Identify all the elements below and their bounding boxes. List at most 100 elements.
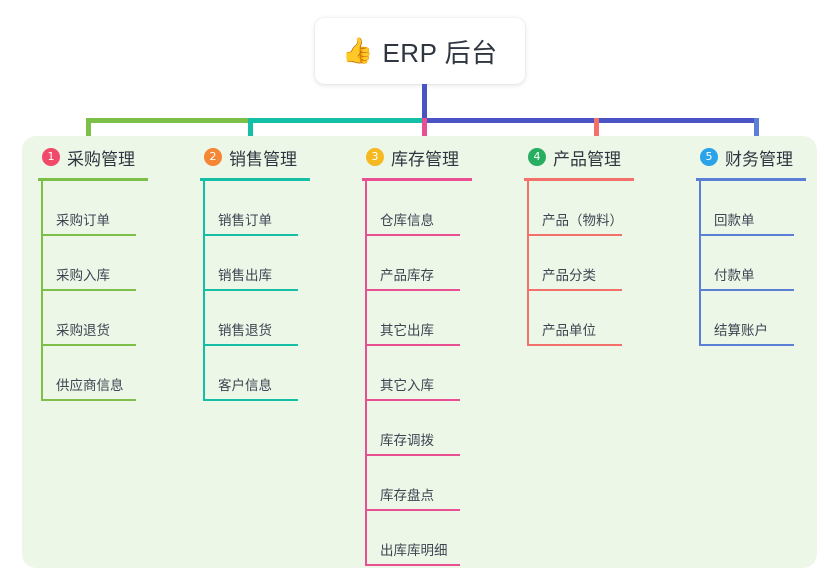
leaf-item-rule xyxy=(365,399,460,401)
column-title: 产品管理 xyxy=(553,149,621,169)
leaf-item[interactable]: 结算账户 xyxy=(696,291,839,346)
leaf-item-label: 产品（物料） xyxy=(542,213,623,228)
leaf-item-label: 产品库存 xyxy=(380,268,434,283)
leaf-item-rule xyxy=(527,289,622,291)
leaf-item[interactable]: 其它入库 xyxy=(362,346,522,401)
leaf-item-label: 结算账户 xyxy=(714,323,768,338)
leaf-item[interactable]: 客户信息 xyxy=(200,346,360,401)
leaf-item-label: 采购订单 xyxy=(56,213,110,228)
leaf-item-rule xyxy=(365,234,460,236)
column-1: 1 采购管理采购订单采购入库采购退货供应商信息 xyxy=(38,142,198,401)
leaf-item-rule xyxy=(527,234,622,236)
leaf-item-rule xyxy=(699,289,794,291)
leaf-item-rule xyxy=(699,344,794,346)
connector-vertical xyxy=(41,291,43,346)
leaf-item[interactable]: 其它出库 xyxy=(362,291,522,346)
column-index-badge: 2 xyxy=(204,148,222,166)
leaf-item[interactable]: 仓库信息 xyxy=(362,181,522,236)
connector-vertical xyxy=(41,346,43,401)
connector-vertical xyxy=(527,236,529,291)
leaf-item[interactable]: 采购入库 xyxy=(38,236,198,291)
leaf-item-label: 采购退货 xyxy=(56,323,110,338)
connector-vertical xyxy=(365,511,367,566)
leaf-item[interactable]: 供应商信息 xyxy=(38,346,198,401)
connector-vertical xyxy=(699,236,701,291)
leaf-item-label: 客户信息 xyxy=(218,378,272,393)
leaf-item[interactable]: 回款单 xyxy=(696,181,839,236)
leaf-item[interactable]: 销售订单 xyxy=(200,181,360,236)
leaf-item[interactable]: 销售退货 xyxy=(200,291,360,346)
leaf-item[interactable]: 付款单 xyxy=(696,236,839,291)
leaf-item-label: 供应商信息 xyxy=(56,378,124,393)
connector-bar-teal xyxy=(248,118,425,123)
leaf-item-rule xyxy=(203,399,298,401)
leaf-item-rule xyxy=(527,344,622,346)
leaf-item-rule xyxy=(203,289,298,291)
column-header-2[interactable]: 2 销售管理 xyxy=(200,142,360,172)
leaf-item-rule xyxy=(203,234,298,236)
connector-vertical xyxy=(527,291,529,346)
connector-vertical xyxy=(365,181,367,236)
column-title: 销售管理 xyxy=(229,149,297,169)
column-title: 采购管理 xyxy=(67,149,135,169)
leaf-item-rule xyxy=(699,234,794,236)
connector-vertical xyxy=(365,346,367,401)
leaf-item-rule xyxy=(365,289,460,291)
leaf-item[interactable]: 采购退货 xyxy=(38,291,198,346)
column-header-5[interactable]: 5 财务管理 xyxy=(696,142,839,172)
column-index-badge: 1 xyxy=(42,148,60,166)
column-items: 回款单付款单结算账户 xyxy=(696,181,839,346)
leaf-item-rule xyxy=(365,564,460,566)
column-header-1[interactable]: 1 采购管理 xyxy=(38,142,198,172)
leaf-item-rule xyxy=(365,344,460,346)
column-header-rule xyxy=(362,178,472,181)
leaf-item-rule xyxy=(41,289,136,291)
connector-vertical xyxy=(41,181,43,236)
connector-vertical xyxy=(203,291,205,346)
root-node-card[interactable]: 👍 ERP 后台 xyxy=(315,18,525,84)
leaf-item-rule xyxy=(41,234,136,236)
column-index-badge: 5 xyxy=(700,148,718,166)
column-header-rule xyxy=(524,178,634,181)
leaf-item-label: 库存调拨 xyxy=(380,433,434,448)
root-title: ERP 后台 xyxy=(382,37,498,68)
leaf-item[interactable]: 销售出库 xyxy=(200,236,360,291)
connector-vertical xyxy=(41,236,43,291)
connector-vertical xyxy=(365,291,367,346)
leaf-item[interactable]: 出库库明细 xyxy=(362,511,522,566)
connector-vertical xyxy=(699,181,701,236)
leaf-item-label: 其它出库 xyxy=(380,323,434,338)
leaf-item-label: 产品分类 xyxy=(542,268,596,283)
leaf-item[interactable]: 产品分类 xyxy=(524,236,684,291)
connector-vertical xyxy=(203,346,205,401)
leaf-item-label: 销售退货 xyxy=(218,323,272,338)
leaf-item[interactable]: 产品（物料） xyxy=(524,181,684,236)
column-4: 4 产品管理产品（物料） 产品分类产品单位 xyxy=(524,142,684,346)
leaf-item[interactable]: 采购订单 xyxy=(38,181,198,236)
leaf-item[interactable]: 产品单位 xyxy=(524,291,684,346)
leaf-item-rule xyxy=(41,399,136,401)
column-5: 5 财务管理回款单付款单结算账户 xyxy=(696,142,839,346)
column-items: 销售订单销售出库销售退货客户信息 xyxy=(200,181,360,401)
leaf-item-rule xyxy=(365,454,460,456)
column-2: 2 销售管理销售订单销售出库销售退货客户信息 xyxy=(200,142,360,401)
leaf-item-label: 出库库明细 xyxy=(380,543,448,558)
column-items: 采购订单采购入库采购退货供应商信息 xyxy=(38,181,198,401)
leaf-item-label: 仓库信息 xyxy=(380,213,434,228)
leaf-item-label: 销售订单 xyxy=(218,213,272,228)
column-header-4[interactable]: 4 产品管理 xyxy=(524,142,684,172)
column-title: 财务管理 xyxy=(725,149,793,169)
connector-vertical xyxy=(527,181,529,236)
column-index-badge: 4 xyxy=(528,148,546,166)
leaf-item-label: 付款单 xyxy=(714,268,755,283)
leaf-item-label: 库存盘点 xyxy=(380,488,434,503)
column-items: 仓库信息产品库存其它出库其它入库库存调拨库存盘点出库库明细 xyxy=(362,181,522,566)
column-items: 产品（物料） 产品分类产品单位 xyxy=(524,181,684,346)
leaf-item-label: 销售出库 xyxy=(218,268,272,283)
thumbs-up-icon: 👍 xyxy=(342,36,374,65)
leaf-item[interactable]: 产品库存 xyxy=(362,236,522,291)
column-header-rule xyxy=(696,178,806,181)
leaf-item[interactable]: 库存调拨 xyxy=(362,401,522,456)
leaf-item[interactable]: 库存盘点 xyxy=(362,456,522,511)
